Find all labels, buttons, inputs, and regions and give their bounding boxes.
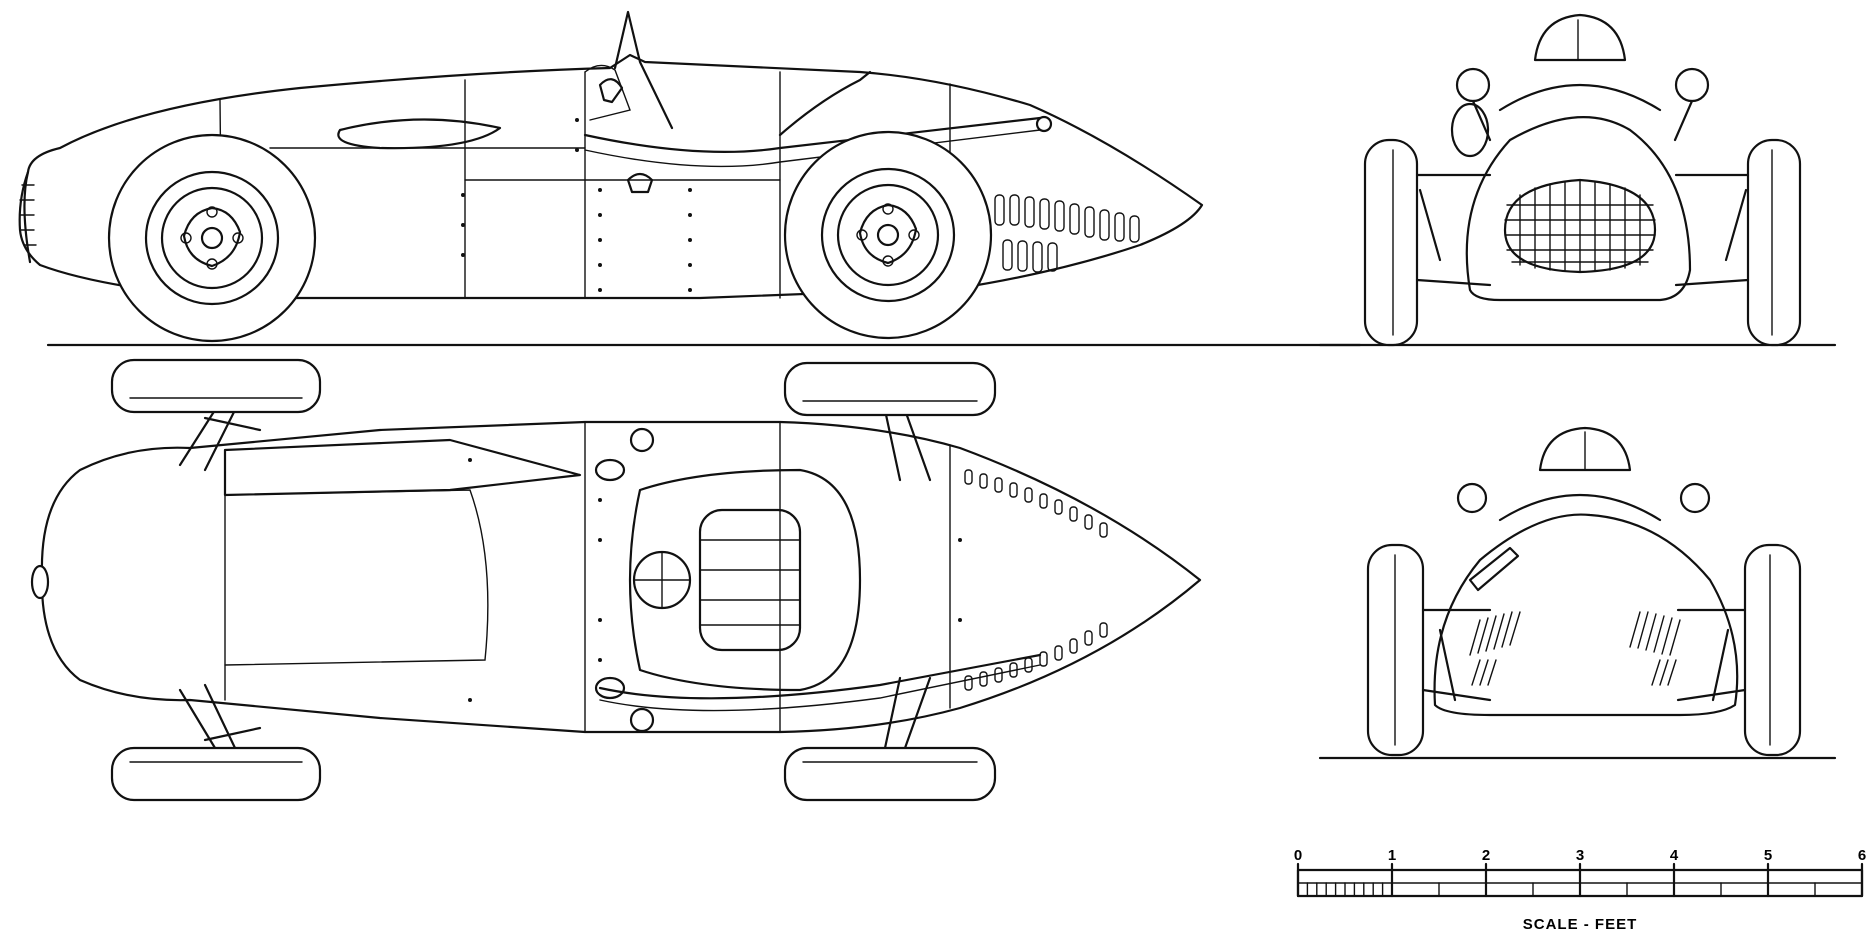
rear-tail-cone: [1498, 493, 1662, 522]
side-exhaust-pipe-lower: [584, 129, 1041, 168]
plan-mirror-right: [594, 676, 626, 700]
plan-front-wheel-left: [783, 361, 997, 417]
plan-mirror-left: [594, 458, 626, 482]
side-front-wheel-fairing: [778, 70, 872, 137]
front-mirror-left: [1455, 67, 1491, 103]
side-elevation-view: [18, 10, 1362, 347]
side-rivets: [461, 118, 692, 292]
side-nose-grille: [19, 184, 37, 246]
side-mirror: [598, 78, 624, 104]
plan-seat-pleats: [699, 539, 801, 626]
scale-bar-ticks: [1296, 862, 1864, 898]
front-mirror-stalk-right: [1673, 99, 1694, 142]
plan-rear-suspension-bottom: [178, 683, 262, 750]
scale-bar-label: 0: [1294, 847, 1302, 864]
rear-wheel-right: [1743, 543, 1802, 757]
rear-suspension: [1421, 608, 1747, 702]
scale-bar-labels: 0 1 2 3 4 5 6: [1294, 847, 1866, 864]
plan-rivets: [468, 458, 962, 702]
rear-helmet: [1538, 426, 1632, 472]
side-cockpit-rim: [337, 118, 502, 150]
plan-filler-cap-top: [629, 427, 655, 453]
plan-engine-cover-bulge: [224, 489, 489, 666]
front-helmet: [1533, 13, 1627, 62]
rear-body-shell: [1433, 513, 1739, 717]
plan-engine-cover: [223, 438, 582, 497]
front-wheel-right: [1746, 138, 1802, 347]
rear-mirror-right: [1679, 482, 1711, 514]
side-windscreen: [613, 10, 674, 130]
plan-front-suspension-top: [883, 408, 932, 482]
side-nose-cone: [23, 170, 32, 264]
plan-rear-wheel-right: [110, 746, 322, 802]
plan-view: [30, 358, 1202, 802]
plan-steering-spokes: [633, 551, 691, 609]
front-elevation-view: [1318, 13, 1837, 347]
side-fuel-filler-cap: [626, 172, 654, 194]
plan-cockpit-rim: [628, 468, 862, 692]
scale-bar-label: 1: [1388, 847, 1396, 864]
scale-bar: 0 1 2 3 4 5 6 SCALE - FEET: [1294, 847, 1866, 933]
plan-rear-wheel-left: [110, 358, 322, 414]
side-cooling-louvers: [994, 194, 1140, 273]
side-front-wheel: [783, 130, 993, 340]
plan-exhaust-pipe: [598, 653, 1042, 700]
scale-bar-caption: SCALE - FEET: [1523, 916, 1638, 933]
rear-louvers-right: [1629, 611, 1681, 686]
front-suspension: [1415, 173, 1750, 287]
scale-bar-label: 4: [1670, 847, 1679, 864]
front-body-shell: [1465, 116, 1692, 302]
side-exhaust-tip: [1035, 115, 1053, 133]
plan-front-suspension-bottom: [883, 676, 932, 750]
plan-filler-cap-bottom: [629, 707, 655, 733]
rear-louvers-left: [1469, 611, 1521, 686]
plan-nose-louvers: [964, 469, 1108, 691]
front-cowl: [1498, 83, 1662, 112]
plan-front-wheel-right: [783, 746, 997, 802]
rear-mirror-left: [1456, 482, 1488, 514]
plan-tail-light: [30, 564, 50, 600]
side-belt-line: [269, 147, 781, 181]
scale-bar-label: 6: [1858, 847, 1866, 864]
side-body-outline: [18, 53, 1204, 300]
scale-bar-label: 5: [1764, 847, 1772, 864]
front-mirror-right: [1674, 67, 1710, 103]
front-wheel-left: [1363, 138, 1419, 347]
plan-body-outline: [40, 420, 1202, 734]
rear-exhaust-pipe: [1468, 546, 1520, 592]
plan-rear-suspension-top: [178, 408, 262, 472]
side-exhaust-pipe: [583, 116, 1042, 153]
front-grille: [1503, 178, 1657, 274]
plan-seat: [698, 508, 802, 652]
rear-elevation-view: [1318, 426, 1837, 760]
side-headrest: [584, 64, 631, 121]
scale-bar-label: 2: [1482, 847, 1490, 864]
plan-exhaust-pipe-lower: [599, 664, 1041, 712]
side-rear-wheel: [107, 133, 317, 343]
front-grille-mesh: [1504, 180, 1656, 272]
scale-bar-label: 3: [1576, 847, 1584, 864]
front-air-intake: [1450, 102, 1490, 158]
